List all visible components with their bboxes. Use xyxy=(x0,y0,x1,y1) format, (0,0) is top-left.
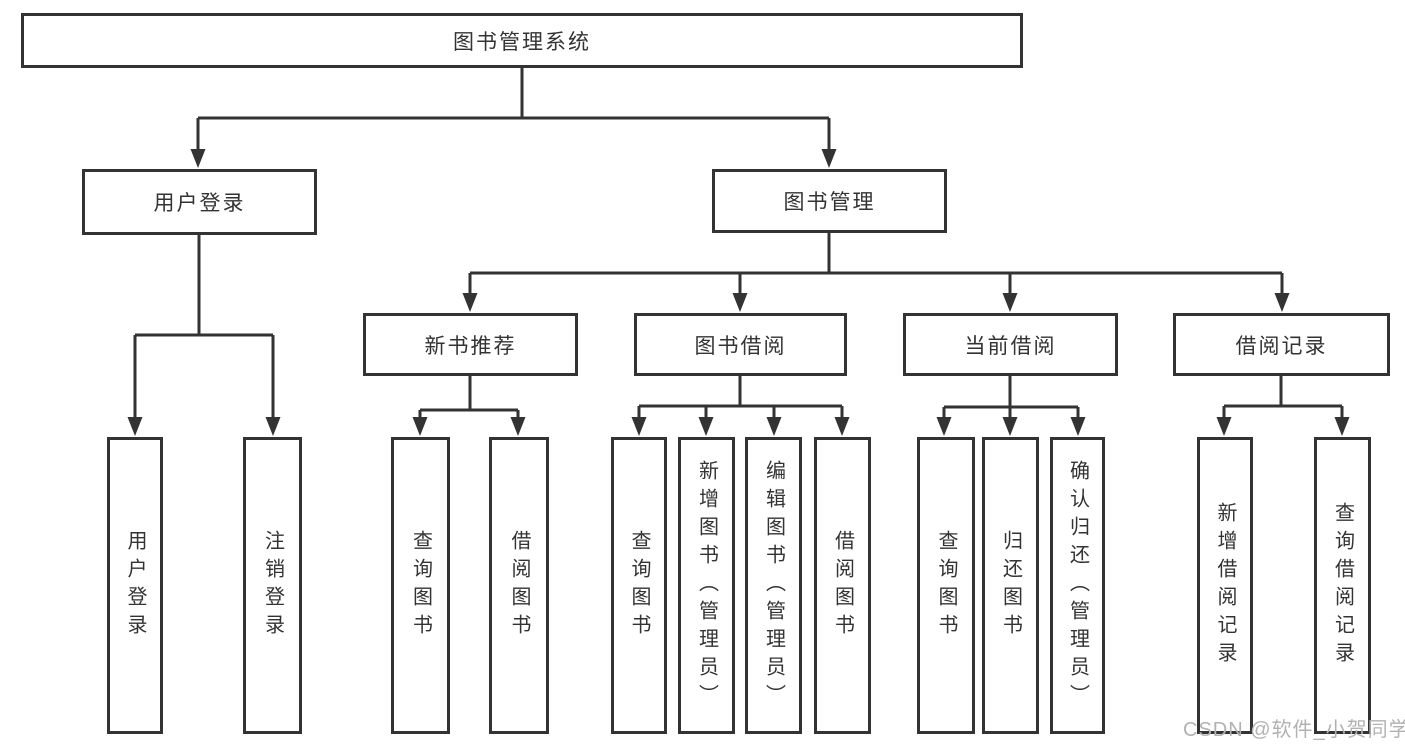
node-user-login: 用户登录 xyxy=(82,169,317,235)
node-book-management: 图书管理 xyxy=(712,169,947,233)
leaf-user-login: 用户登录 xyxy=(107,437,163,734)
arrowhead-down-icon xyxy=(1216,417,1232,436)
node-label: 查询图书 xyxy=(409,529,432,642)
node-library-management-system: 图书管理系统 xyxy=(21,13,1023,68)
node-book-borrowing: 图书借阅 xyxy=(634,313,847,376)
node-label: 注销登录 xyxy=(261,529,284,642)
node-label: 确认归还（管理员） xyxy=(1066,459,1089,712)
node-label: 当前借阅 xyxy=(964,334,1057,358)
node-label: 图书管理系统 xyxy=(453,30,591,54)
node-label: 查询图书 xyxy=(628,529,650,642)
arrowhead-down-icon xyxy=(1002,417,1018,436)
arrowhead-down-icon xyxy=(936,417,952,436)
node-label: 图书借阅 xyxy=(694,334,787,358)
leaf-return-book: 归还图书 xyxy=(982,437,1039,734)
node-current-borrowing: 当前借阅 xyxy=(903,313,1118,376)
leaf-add-borrow-record: 新增借阅记录 xyxy=(1197,437,1253,734)
node-label: 查询图书 xyxy=(935,529,957,642)
leaf-edit-book-admin: 编辑图书（管理员） xyxy=(745,437,802,734)
arrowhead-down-icon xyxy=(265,417,281,436)
arrowhead-down-icon xyxy=(510,417,526,436)
leaf-query-books-borrow: 查询图书 xyxy=(611,437,667,734)
node-label: 查询借阅记录 xyxy=(1331,501,1354,670)
arrowhead-down-icon xyxy=(1334,417,1350,436)
node-new-book-recommendation: 新书推荐 xyxy=(363,313,578,376)
arrowhead-down-icon xyxy=(1070,417,1086,436)
node-label: 用户登录 xyxy=(124,529,146,642)
node-label: 借阅记录 xyxy=(1235,334,1328,358)
watermark: CSDN @软件_小贺同学 xyxy=(1183,719,1405,741)
arrowhead-down-icon xyxy=(698,417,714,436)
leaf-query-books-recommend: 查询图书 xyxy=(391,437,450,734)
arrowhead-down-icon xyxy=(631,417,647,436)
arrowhead-down-icon xyxy=(190,149,206,168)
node-label: 借阅图书 xyxy=(508,529,530,642)
leaf-add-book-admin: 新增图书（管理员） xyxy=(678,437,735,734)
arrowhead-down-icon xyxy=(412,417,428,436)
node-label: 新书推荐 xyxy=(424,334,517,358)
arrowhead-down-icon xyxy=(821,149,837,168)
node-label: 新增借阅记录 xyxy=(1214,501,1236,670)
arrowhead-down-icon xyxy=(1002,293,1018,312)
node-label: 用户登录 xyxy=(153,192,246,215)
arrowhead-down-icon xyxy=(732,293,748,312)
leaf-query-books-current: 查询图书 xyxy=(917,437,975,734)
node-label: 归还图书 xyxy=(999,529,1022,642)
leaf-borrow-books-recommend: 借阅图书 xyxy=(489,437,549,734)
leaf-borrow-books-2: 借阅图书 xyxy=(814,437,871,734)
node-label: 图书管理 xyxy=(783,191,876,214)
arrowhead-down-icon xyxy=(127,417,143,436)
arrowhead-down-icon xyxy=(1274,293,1290,312)
leaf-confirm-return-admin: 确认归还（管理员） xyxy=(1050,437,1105,734)
arrowhead-down-icon xyxy=(462,293,478,312)
node-borrowing-records: 借阅记录 xyxy=(1173,313,1390,376)
node-label: 新增图书（管理员） xyxy=(695,459,718,712)
arrowhead-down-icon xyxy=(834,417,850,436)
leaf-logout: 注销登录 xyxy=(243,437,302,734)
arrowhead-down-icon xyxy=(766,417,782,436)
node-label: 编辑图书（管理员） xyxy=(762,459,785,712)
node-label: 借阅图书 xyxy=(831,529,854,642)
leaf-query-borrow-record: 查询借阅记录 xyxy=(1314,437,1371,734)
